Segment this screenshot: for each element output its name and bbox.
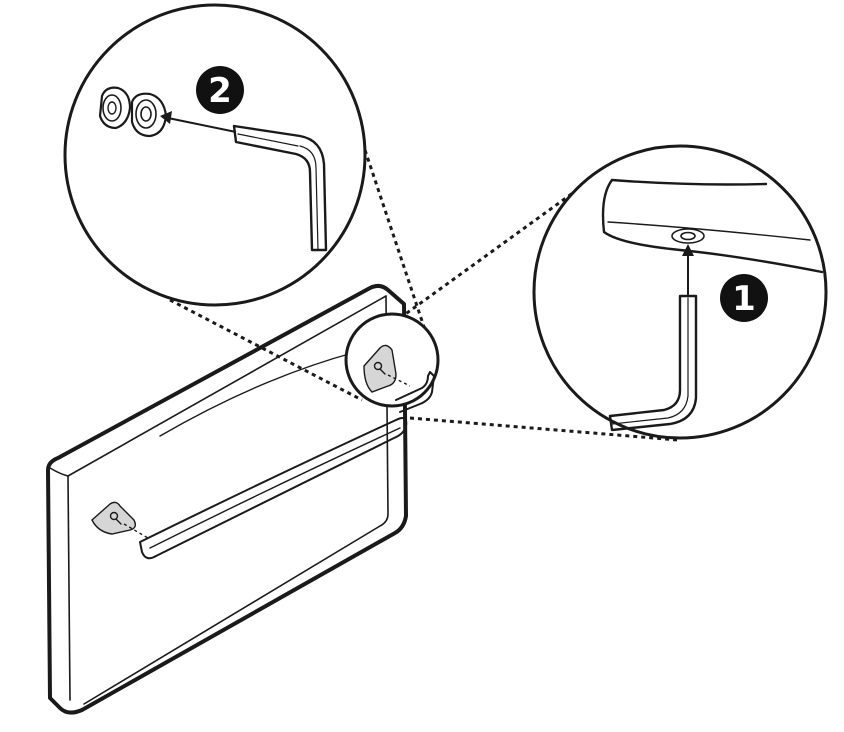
leader-line-upper-left <box>169 298 363 402</box>
door-top-curve <box>159 351 357 437</box>
step-2-label: 2 <box>208 71 232 111</box>
callout-screw-icon <box>373 361 386 375</box>
door-outline <box>46 283 408 715</box>
step-2-badge: 2 <box>196 66 244 114</box>
closeup-door-top <box>610 178 768 186</box>
leader-line-right-top <box>399 180 589 320</box>
door-inner-edge <box>67 475 71 701</box>
callout-handle-end <box>395 371 435 413</box>
hex-nut-icon <box>98 86 132 130</box>
left-bracket <box>91 501 137 535</box>
closeup-door-underside <box>607 221 811 241</box>
closeup-door-edge <box>601 178 824 274</box>
door-handle-groove <box>149 427 401 549</box>
left-screw-icon <box>109 511 122 525</box>
door-side-edge <box>83 295 389 705</box>
leader-line-right-bottom <box>409 416 679 442</box>
detail-circle-step-2: 2 <box>63 3 367 307</box>
arrow-to-nut <box>160 111 237 133</box>
door-handle <box>139 417 408 560</box>
hex-socket-icon <box>671 228 705 244</box>
leader-lines <box>169 134 679 442</box>
arrow-to-socket <box>682 244 694 296</box>
allen-wrench-icon <box>608 294 698 432</box>
detail-circle-step-1: 1 <box>532 144 828 440</box>
detail-callout-small <box>344 312 440 413</box>
allen-wrench-icon <box>232 124 328 252</box>
step-1-label: 1 <box>732 279 756 319</box>
leader-line-upper-right <box>358 134 432 346</box>
callout-insert-dash <box>387 374 411 387</box>
step-1-badge: 1 <box>720 274 768 322</box>
left-insert-dash <box>123 523 149 539</box>
door-panel <box>46 283 408 715</box>
